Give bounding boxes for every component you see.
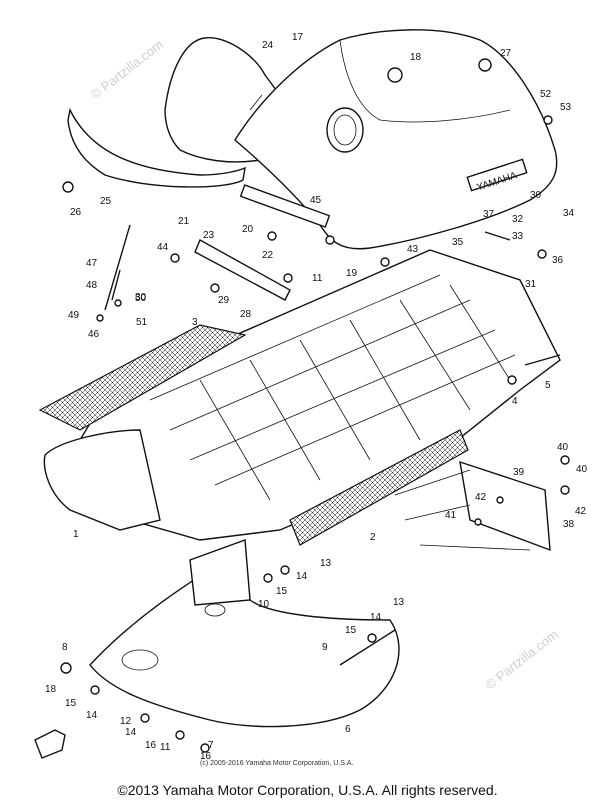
callout-3: 3: [192, 317, 198, 328]
callout-10: 10: [258, 599, 270, 610]
side-cover: [459, 460, 551, 552]
callout-labels: 1 2 3 4 5 6 7 8 9 10 11 11 12 13 13 14 1…: [45, 32, 588, 762]
callout-39: 39: [513, 467, 525, 478]
watermark-text: © Partzilla.com: [88, 37, 166, 103]
callout-12: 12: [120, 716, 132, 727]
callout-34: 34: [563, 208, 575, 219]
callout-4: 4: [512, 396, 518, 407]
callout-42: 42: [475, 492, 487, 503]
callout-18b: 18: [45, 684, 57, 695]
callout-22: 22: [262, 250, 274, 261]
callout-28: 28: [240, 309, 252, 320]
hood-vent-opening: [326, 107, 364, 153]
callout-44: 44: [157, 242, 169, 253]
callout-29: 29: [218, 295, 230, 306]
callout-52: 52: [540, 89, 552, 100]
callout-5: 5: [545, 380, 551, 391]
callout-15: 15: [276, 586, 288, 597]
callout-51: 51: [136, 317, 148, 328]
callout-11: 11: [312, 273, 323, 284]
callout-11b: 11: [160, 742, 171, 753]
callout-18: 18: [410, 52, 422, 63]
brand-decal: [466, 158, 528, 192]
copyright-footer: ©2013 Yamaha Motor Corporation, U.S.A. A…: [117, 782, 498, 798]
callout-38: 38: [563, 519, 575, 530]
callout-26: 26: [70, 207, 82, 218]
callout-7: 7: [208, 740, 214, 751]
callout-9: 9: [322, 642, 328, 653]
hinge-bracket: [239, 184, 331, 228]
hood: [234, 29, 558, 250]
callout-21: 21: [178, 216, 190, 227]
callout-14c: 14: [86, 710, 98, 721]
callout-42b: 42: [575, 506, 587, 517]
hardware-fasteners: [60, 58, 570, 753]
callout-49: 49: [68, 310, 80, 321]
callout-50: 50: [135, 293, 147, 304]
callout-25: 25: [100, 196, 112, 207]
source-credit: (c) 2005-2016 Yamaha Motor Corporation, …: [200, 760, 354, 767]
callout-14: 14: [296, 571, 308, 582]
callout-20: 20: [242, 224, 254, 235]
front-direction-arrow-icon: [34, 729, 66, 759]
callout-53: 53: [560, 102, 572, 113]
callout-30: 30: [530, 190, 542, 201]
callout-15b: 15: [345, 625, 357, 636]
windshield-trim: [67, 107, 246, 188]
callout-6: 6: [345, 724, 351, 735]
callout-2: 2: [370, 532, 376, 543]
callout-16b: 16: [200, 751, 212, 762]
callout-14b: 14: [370, 612, 382, 623]
callout-46: 46: [88, 329, 100, 340]
callout-43: 43: [407, 244, 419, 255]
callout-37: 37: [483, 209, 495, 220]
callout-8: 8: [62, 642, 68, 653]
watermark-text: © Partzilla.com: [483, 627, 561, 693]
left-footrest-mat: [38, 324, 247, 431]
callout-30b: 30: [135, 292, 147, 303]
callout-19: 19: [346, 268, 358, 279]
callout-17: 17: [292, 32, 304, 43]
right-footrest-mat: [289, 429, 469, 546]
cowl-upper-edge: [189, 539, 251, 606]
callout-32: 32: [512, 214, 524, 225]
callout-13: 13: [320, 558, 332, 569]
callout-45: 45: [310, 195, 322, 206]
callout-31: 31: [525, 279, 537, 290]
callout-36: 36: [552, 255, 564, 266]
callout-47: 47: [86, 258, 98, 269]
callout-16: 16: [145, 740, 157, 751]
callout-27: 27: [500, 48, 512, 59]
callout-33: 33: [512, 231, 524, 242]
callout-41: 41: [445, 510, 457, 521]
belly-pan: [43, 429, 161, 531]
callout-13b: 13: [393, 597, 405, 608]
callout-15c: 15: [65, 698, 77, 709]
callout-35: 35: [452, 237, 464, 248]
callout-40: 40: [557, 442, 569, 453]
callout-1: 1: [73, 529, 79, 540]
callout-14d: 14: [125, 727, 137, 738]
callout-40b: 40: [576, 464, 588, 475]
hinge-plate: [194, 239, 291, 301]
callout-48: 48: [86, 280, 98, 291]
callout-24: 24: [262, 40, 274, 51]
callout-23: 23: [203, 230, 215, 241]
